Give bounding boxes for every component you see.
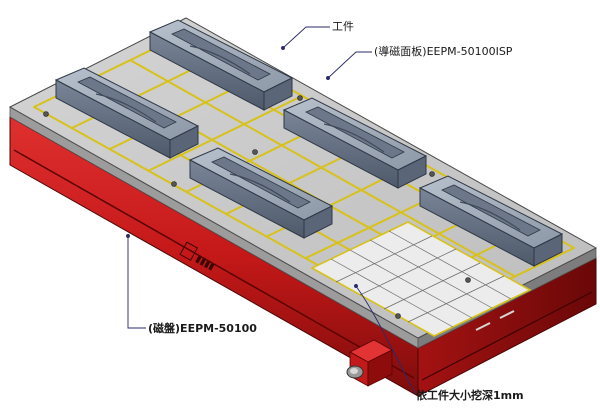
chuck-base xyxy=(9,116,597,397)
leader-lines xyxy=(126,26,417,395)
workpiece-group xyxy=(54,19,564,267)
control-box xyxy=(346,339,393,387)
workpiece-3 xyxy=(282,97,428,189)
recess-area xyxy=(310,221,532,337)
leader-plate xyxy=(327,51,372,79)
callout-workpiece: 工件 xyxy=(332,20,354,33)
workpiece-1 xyxy=(148,19,294,111)
leader-chuck xyxy=(127,236,146,329)
leader-recess xyxy=(355,285,417,395)
leader-workpiece xyxy=(282,26,330,49)
callout-recess: 依工件大小挖深1mm xyxy=(416,389,524,402)
callout-chuck: (磁盤)EEPM-50100 xyxy=(148,322,257,335)
workpiece-4 xyxy=(188,147,334,239)
callout-plate: (導磁面板)EEPM-50100ISP xyxy=(374,45,513,58)
mounting-holes xyxy=(43,95,549,319)
workpiece-5 xyxy=(418,175,564,267)
workpiece-2 xyxy=(54,67,200,159)
